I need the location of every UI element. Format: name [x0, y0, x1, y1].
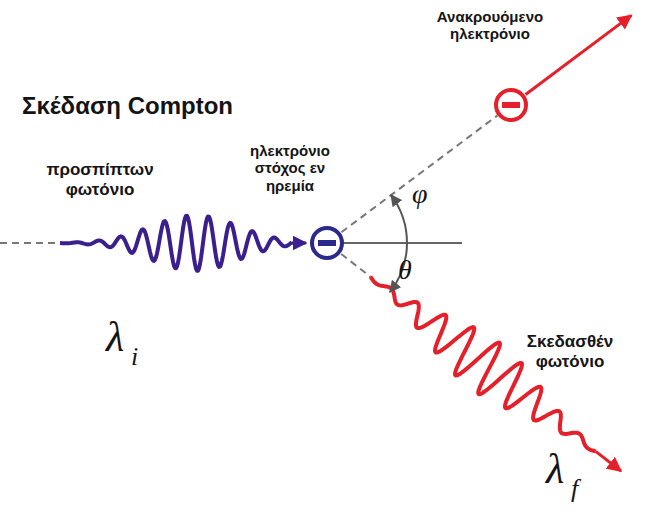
electron-charge-sign — [502, 102, 520, 108]
recoil-electron — [496, 90, 526, 120]
photon-label: προσπίπτων φωτόνιο — [20, 160, 180, 199]
target-electron — [312, 228, 342, 258]
angle-symbol: θ — [398, 256, 412, 284]
scatter-direction — [341, 254, 370, 277]
phi-angle-arc — [391, 195, 407, 243]
wavelength-symbol: λ — [106, 316, 124, 358]
photon-label: Σκεδασθέν φωτόνιο — [500, 332, 640, 371]
recoil-direction — [341, 115, 497, 232]
wavelength-subscript: f — [571, 476, 578, 502]
recoil-arrow — [526, 15, 632, 94]
electron-label: Ανακρουόμενο ηλεκτρόνιο — [425, 8, 555, 43]
scattered-photon-arrow — [596, 451, 621, 471]
axis-dashed — [0, 242, 60, 244]
diagram-title: Σκέδαση Compton — [22, 92, 233, 120]
wavelength-subscript: i — [131, 344, 138, 370]
wavelength-symbol: λ — [546, 448, 564, 490]
incident-photon-arrow — [292, 242, 306, 245]
angle-symbol: φ — [412, 180, 428, 208]
electron-charge-sign — [318, 240, 336, 246]
incident-photon-wave — [60, 216, 292, 271]
axis-line — [343, 242, 462, 244]
electron-label: ηλεκτρόνιο στόχος εν ηρεμία — [240, 142, 340, 194]
